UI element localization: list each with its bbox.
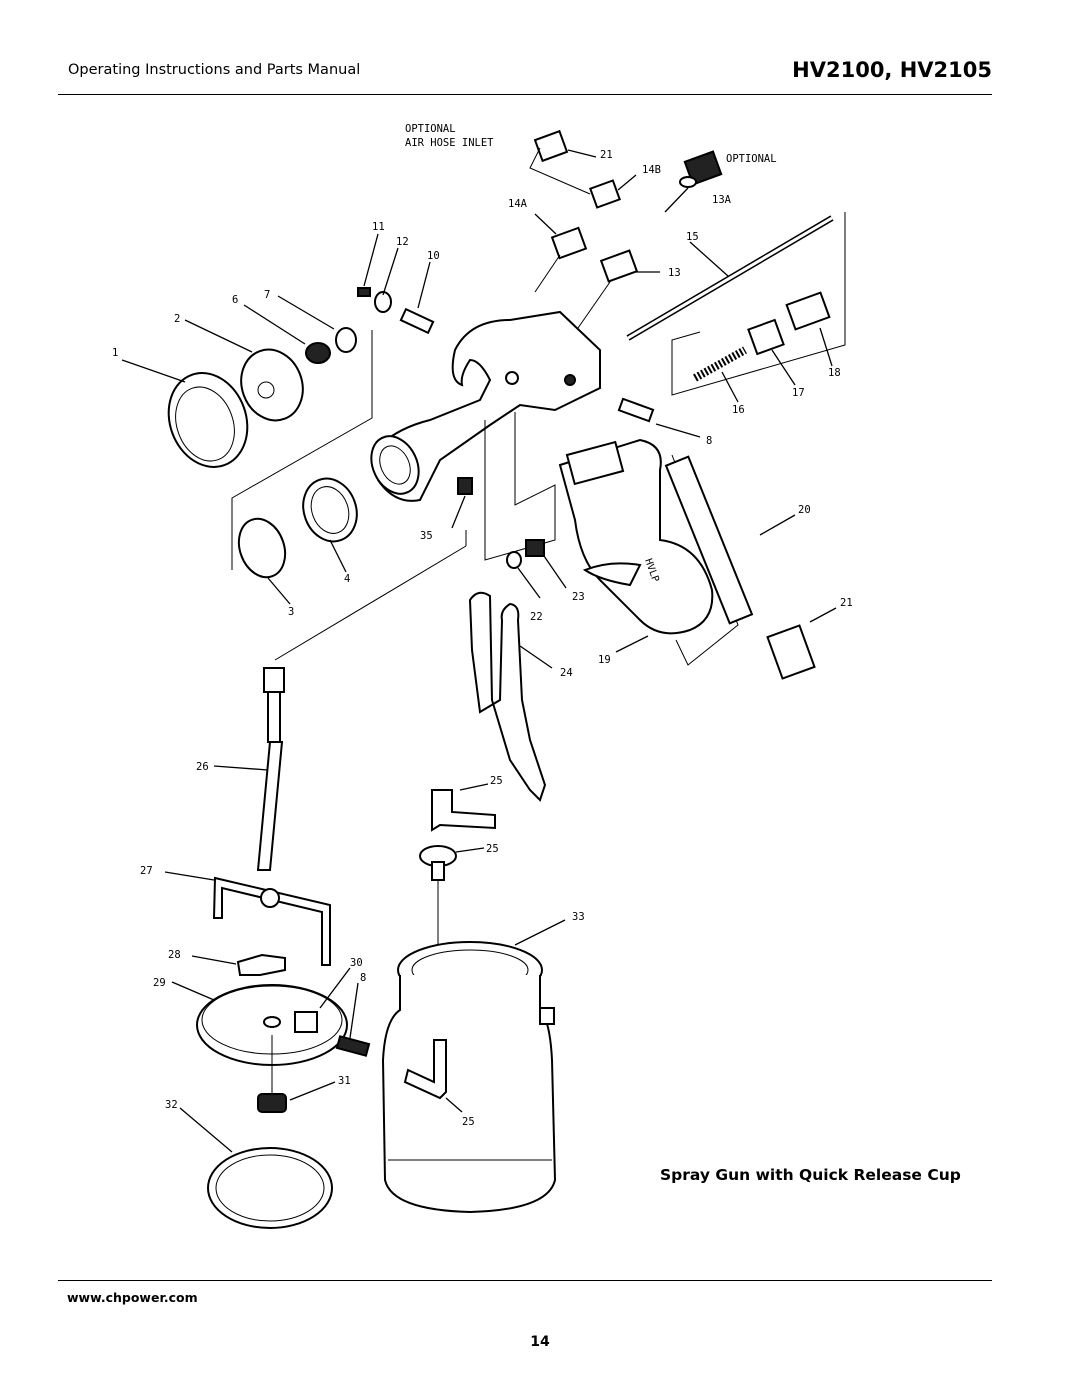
fitting-21-top [533, 129, 597, 163]
label-part-25c: 25 [462, 1116, 475, 1128]
header-rule [58, 94, 992, 95]
label-part-12: 12 [396, 236, 409, 248]
cap-13a [664, 150, 723, 213]
label-part-8a: 8 [706, 435, 712, 447]
label-part-14b: 14B [642, 164, 661, 176]
block-30 [294, 967, 351, 1033]
label-part-30: 30 [350, 957, 363, 969]
valve-35 [451, 477, 473, 546]
label-part-4: 4 [344, 573, 350, 585]
label-part-15: 15 [686, 231, 699, 243]
tube-25-top [431, 783, 496, 832]
label-part-3: 3 [288, 606, 294, 618]
exploded-parts-diagram: OPTIONAL AIR HOSE INLET OPTIONAL [112, 123, 853, 1229]
nut-22 [506, 551, 541, 599]
label-part-19: 19 [598, 654, 611, 666]
handle-19: HVLP [558, 438, 714, 653]
latch-28 [191, 953, 286, 976]
knob-18 [785, 291, 833, 367]
spring-16 [693, 346, 747, 403]
label-part-1: 1 [112, 347, 118, 359]
cup-33 [381, 919, 566, 1214]
label-part-13a: 13A [712, 194, 732, 206]
screw-23 [525, 539, 567, 589]
pin-10 [399, 261, 435, 335]
label-part-14a: 14A [508, 198, 528, 210]
label-part-2: 2 [174, 313, 180, 325]
label-part-23: 23 [572, 591, 585, 603]
footer-rule [58, 1280, 992, 1281]
label-part-29: 29 [153, 977, 166, 989]
label-part-8b: 8 [360, 972, 366, 984]
label-part-20: 20 [798, 504, 811, 516]
fluid-tube-26 [213, 667, 285, 871]
cap-13 [577, 249, 660, 329]
washer-12 [374, 247, 399, 313]
footer-url[interactable]: www.chpower.com [67, 1290, 198, 1305]
fitting-14a [534, 213, 588, 293]
gasket-32 [179, 1107, 333, 1229]
label-part-17: 17 [792, 387, 805, 399]
label-part-25a: 25 [490, 775, 503, 787]
label-part-27: 27 [140, 865, 153, 877]
fitting-17 [747, 318, 796, 386]
note-optional-air-hose: OPTIONAL [405, 123, 456, 135]
figure-caption: Spray Gun with Quick Release Cup [660, 1166, 961, 1184]
spring-4 [302, 477, 358, 573]
label-part-25b: 25 [486, 843, 499, 855]
label-part-21a: 21 [600, 149, 613, 161]
needle-15 [626, 215, 834, 341]
screw-11 [357, 233, 379, 297]
label-part-33: 33 [572, 911, 585, 923]
lid-29 [171, 981, 348, 1066]
label-part-24: 24 [560, 667, 573, 679]
manual-title: Operating Instructions and Parts Manual [68, 62, 361, 78]
washer-7 [277, 295, 357, 353]
label-part-7: 7 [264, 289, 270, 301]
fitting-14b [589, 174, 637, 209]
label-part-21b: 21 [840, 597, 853, 609]
model-number: HV2100, HV2105 [792, 58, 992, 82]
air-cap-2 [184, 319, 304, 422]
fitting-8-lower [335, 982, 371, 1057]
label-part-31: 31 [338, 1075, 351, 1087]
baffle-3 [237, 517, 291, 605]
tube-20 [664, 455, 796, 625]
label-part-18: 18 [828, 367, 841, 379]
label-part-28: 28 [168, 949, 181, 961]
label-part-22: 22 [530, 611, 543, 623]
label-part-32: 32 [165, 1099, 178, 1111]
label-part-11: 11 [372, 221, 385, 233]
tip-6 [243, 304, 331, 364]
label-part-35: 35 [420, 530, 433, 542]
label-part-16: 16 [732, 404, 745, 416]
nut-31 [257, 1081, 336, 1113]
fitting-8-upper [617, 397, 701, 438]
label-part-13: 13 [668, 267, 681, 279]
page-number: 14 [530, 1334, 550, 1350]
gun-body [370, 310, 601, 502]
label-part-6: 6 [232, 294, 238, 306]
label-part-10: 10 [427, 250, 440, 262]
ring-1 [121, 359, 249, 468]
filter-25 [419, 845, 485, 881]
label-part-26: 26 [196, 761, 209, 773]
fitting-21-bottom [766, 607, 837, 680]
yoke-27 [164, 871, 331, 966]
note-air-hose-inlet: AIR HOSE INLET [405, 137, 494, 149]
tube-25-cup [403, 1039, 463, 1113]
trigger-24 [468, 591, 553, 802]
note-optional-cap: OPTIONAL [726, 153, 777, 165]
